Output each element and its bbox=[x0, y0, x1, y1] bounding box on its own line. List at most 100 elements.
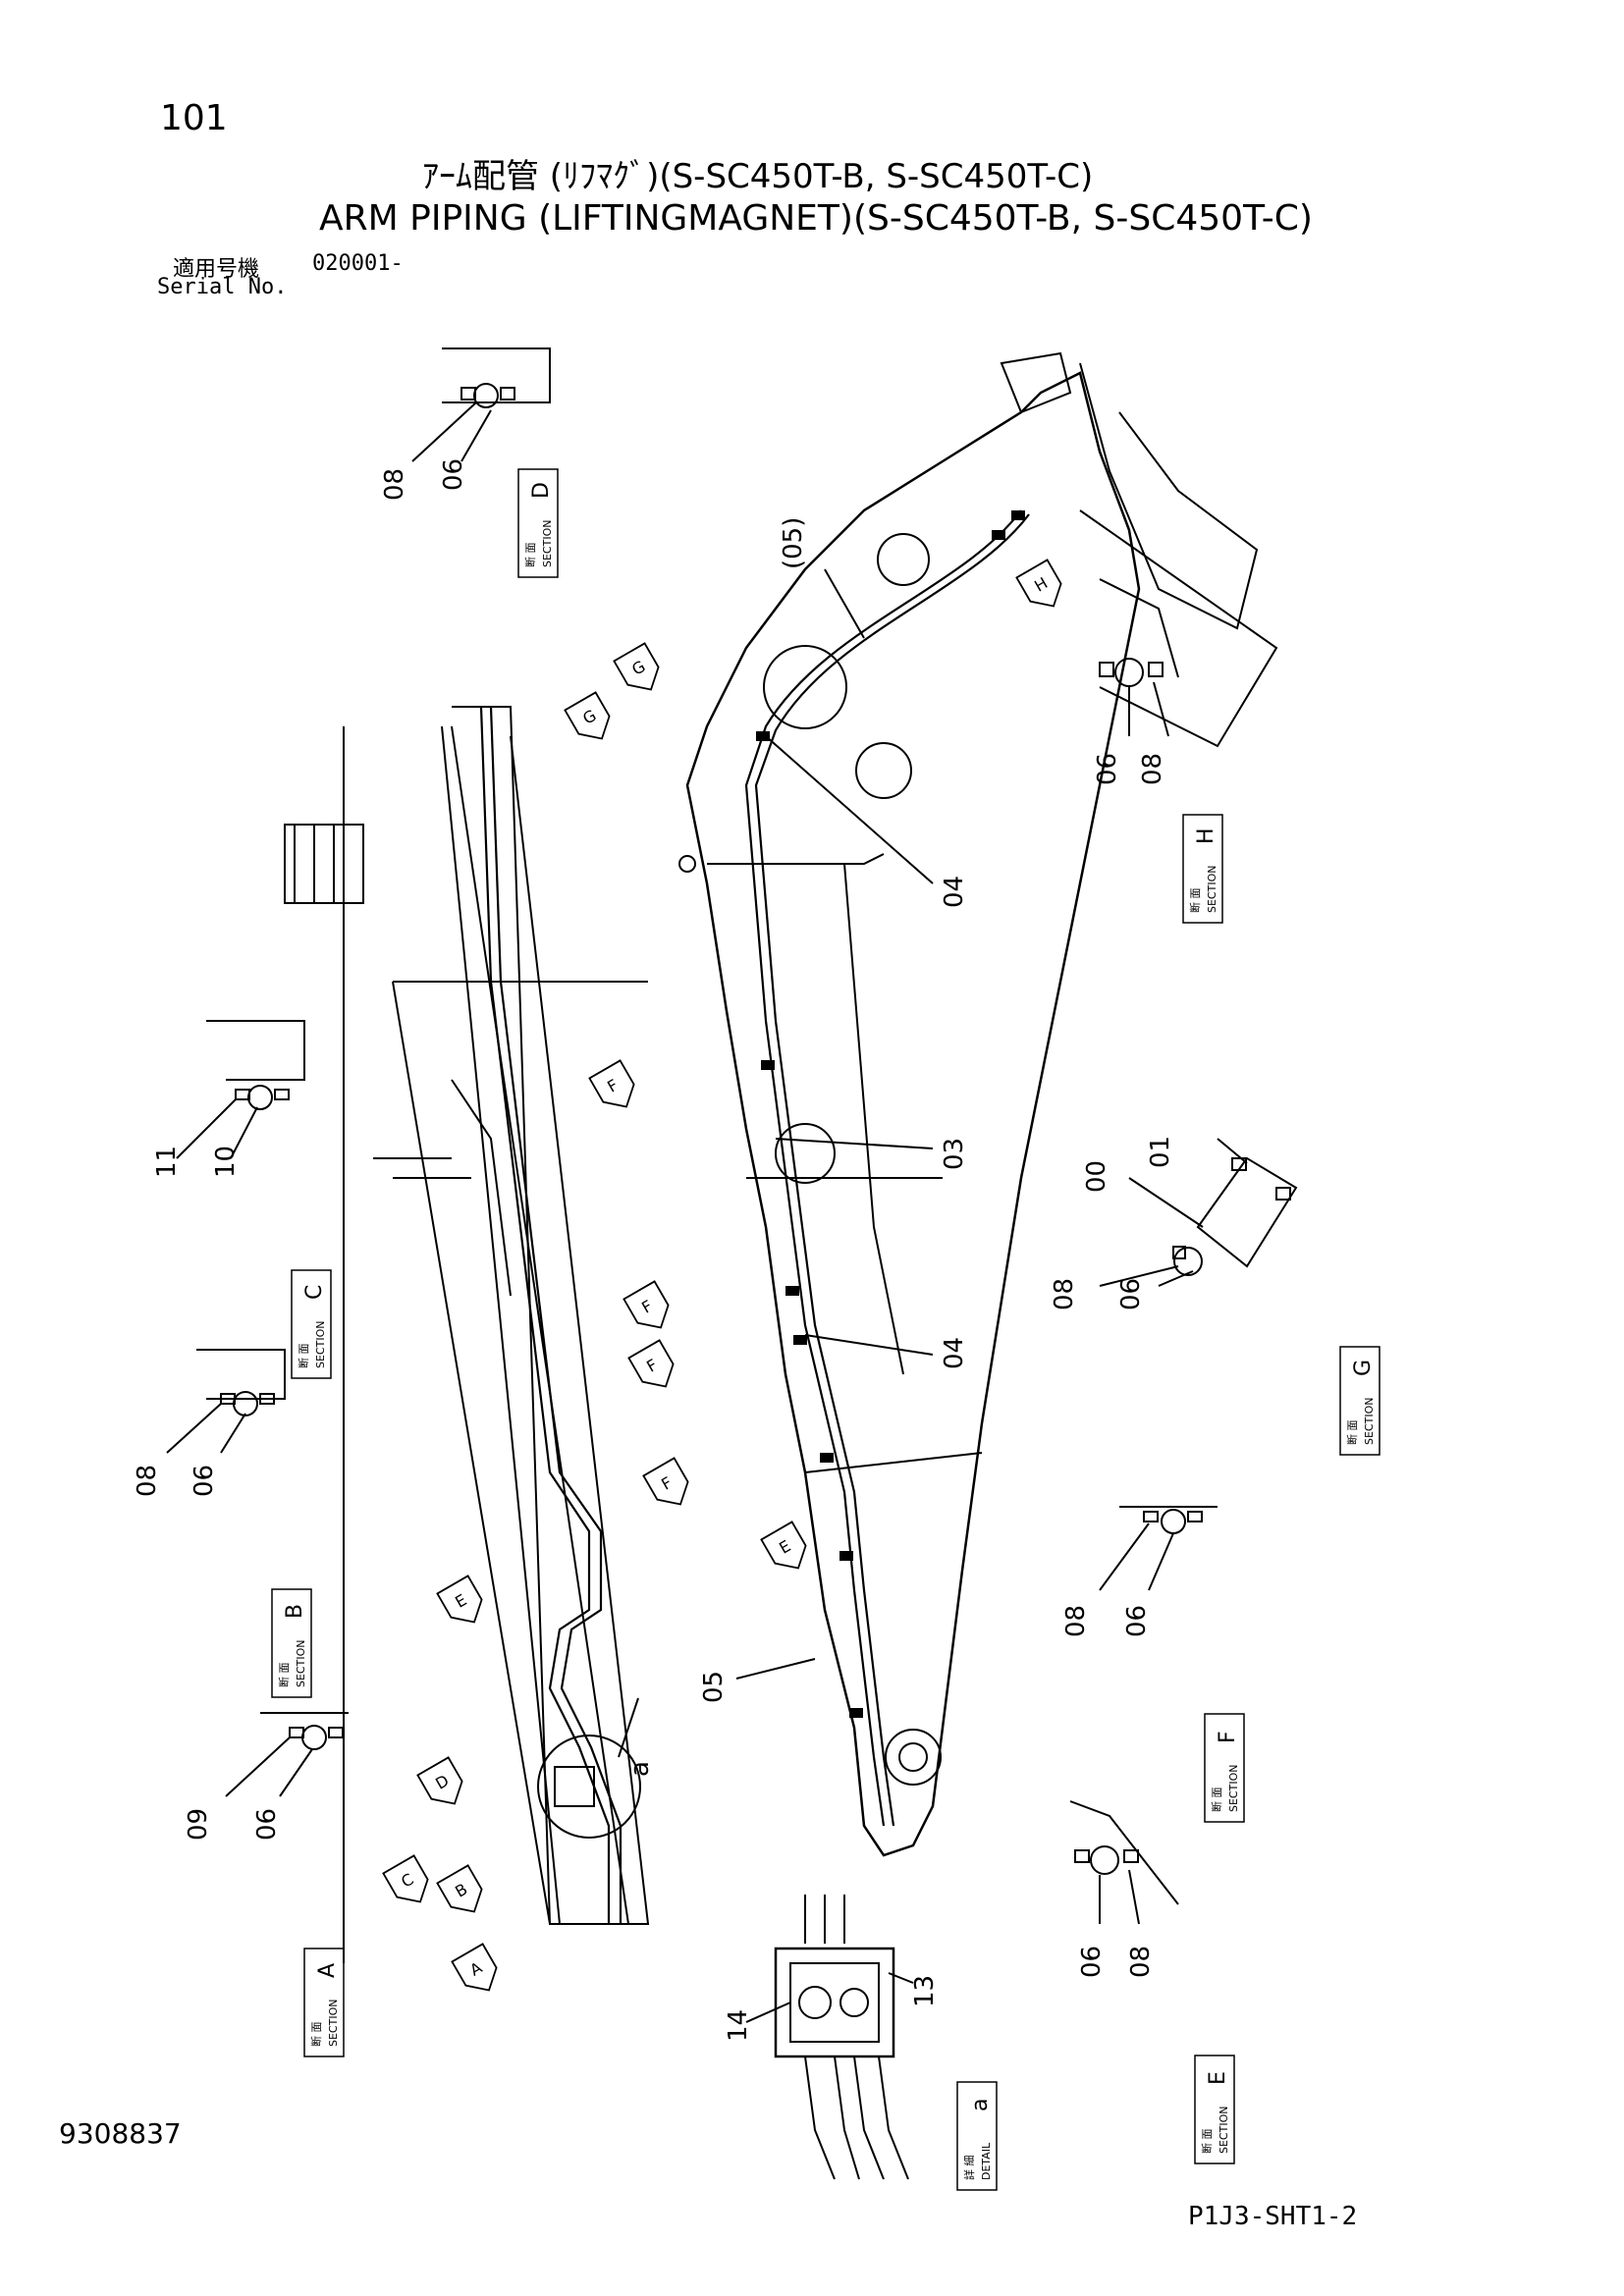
section-letter: C bbox=[302, 1285, 327, 1300]
part-number-00: 00 bbox=[1082, 1160, 1111, 1193]
svg-text:F: F bbox=[638, 1297, 655, 1317]
view-arrow-f-2: F bbox=[623, 1280, 670, 1329]
detail-letter: a bbox=[968, 2099, 993, 2111]
svg-text:F: F bbox=[643, 1356, 660, 1376]
part-number-04: 04 bbox=[940, 876, 969, 908]
view-arrow-d: D bbox=[416, 1756, 463, 1805]
arm-boss-mid bbox=[775, 1123, 836, 1184]
part-number-05-ref: (05) bbox=[779, 517, 808, 569]
section-letter: B bbox=[283, 1604, 307, 1619]
part-number-01: 01 bbox=[1146, 1136, 1175, 1168]
section-letter: F bbox=[1216, 1731, 1240, 1743]
arm-boss-top bbox=[877, 533, 930, 586]
part-number-06: 06 bbox=[189, 1465, 219, 1497]
part-number-06: 06 bbox=[1116, 1278, 1146, 1310]
view-arrow-f-1: F bbox=[588, 1059, 635, 1108]
serial-label-japanese: 適用号機 bbox=[173, 257, 260, 282]
section-b-view bbox=[166, 1349, 286, 1454]
section-label-b: 断 面 SECTION B bbox=[271, 1588, 312, 1698]
part-number-09: 09 bbox=[184, 1808, 213, 1841]
section-label-a: 断 面 SECTION A bbox=[303, 1948, 345, 2057]
part-number-06: 06 bbox=[1122, 1605, 1152, 1637]
section-g-view bbox=[1099, 1138, 1298, 1287]
view-arrows: G G H F F F F E bbox=[382, 559, 1062, 1992]
part-number-06: 06 bbox=[1093, 753, 1122, 785]
section-h-view bbox=[1099, 578, 1179, 737]
section-label-jp: 断 面 bbox=[1345, 1420, 1359, 1446]
section-label-jp: 断 面 bbox=[1188, 888, 1202, 914]
part-number-08: 08 bbox=[1061, 1605, 1091, 1637]
section-letter: A bbox=[315, 1963, 340, 1978]
svg-text:D: D bbox=[432, 1771, 452, 1793]
section-label-jp: 断 面 bbox=[277, 1663, 291, 1688]
svg-text:E: E bbox=[452, 1590, 469, 1612]
svg-text:H: H bbox=[1031, 573, 1051, 595]
arm-pipe-clamps bbox=[756, 510, 1025, 1718]
sheet-code: P1J3-SHT1-2 bbox=[1188, 2202, 1358, 2231]
arm-pipe-route bbox=[744, 509, 1030, 1827]
section-label-en: SECTION bbox=[1363, 1398, 1376, 1445]
part-number-08: 08 bbox=[1050, 1278, 1079, 1310]
boom-assembly bbox=[284, 706, 650, 1963]
section-label-jp: 断 面 bbox=[523, 543, 537, 568]
view-arrow-b: B bbox=[436, 1864, 483, 1913]
section-letter: H bbox=[1194, 828, 1218, 844]
svg-text:F: F bbox=[658, 1473, 675, 1494]
detail-label-en: DETAIL bbox=[980, 2142, 993, 2180]
part-number-08: 08 bbox=[380, 468, 409, 501]
svg-text:G: G bbox=[579, 706, 599, 728]
title-japanese: ｱｰﾑ配管 (ﾘﾌﾏｸﾞ)(S-SC450T-B, S-SC450T-C) bbox=[422, 157, 1094, 196]
part-number-08: 08 bbox=[1138, 753, 1167, 785]
section-label-g: 断 面 SECTION G bbox=[1339, 1346, 1380, 1456]
section-label-f: 断 面 SECTION F bbox=[1204, 1713, 1245, 1823]
detail-a-leader bbox=[618, 1697, 639, 1758]
section-e-view bbox=[1069, 1800, 1179, 1925]
detail-a-circle bbox=[537, 1735, 641, 1839]
section-f-view bbox=[1099, 1506, 1218, 1591]
view-arrow-f-3: F bbox=[627, 1339, 675, 1388]
section-d-view bbox=[411, 347, 551, 462]
section-label-d: 断 面 SECTION D bbox=[517, 468, 559, 578]
part-number-06: 06 bbox=[252, 1808, 282, 1841]
section-a-view bbox=[225, 1712, 349, 1797]
part-number-08: 08 bbox=[133, 1465, 162, 1497]
part-number-10: 10 bbox=[211, 1146, 241, 1178]
part-number-06: 06 bbox=[439, 458, 468, 491]
section-label-e: 断 面 SECTION E bbox=[1194, 2055, 1235, 2164]
part-number-08: 08 bbox=[1126, 1946, 1156, 1978]
section-label-jp: 断 面 bbox=[309, 2022, 323, 2048]
part-number-03: 03 bbox=[940, 1138, 969, 1170]
part-number-11: 11 bbox=[152, 1146, 182, 1178]
section-label-en: SECTION bbox=[1227, 1765, 1240, 1812]
view-arrow-e-1: E bbox=[436, 1575, 483, 1624]
section-label-c: 断 面 SECTION C bbox=[291, 1269, 332, 1379]
boom-hose-route bbox=[479, 706, 623, 1924]
section-label-jp: 断 面 bbox=[1200, 2129, 1214, 2155]
section-label-en: SECTION bbox=[327, 2000, 340, 2047]
part-number-14: 14 bbox=[724, 2009, 753, 2042]
section-label-en: SECTION bbox=[1206, 866, 1218, 913]
svg-text:E: E bbox=[776, 1536, 793, 1558]
title-english: ARM PIPING (LIFTINGMAGNET)(S-SC450T-B, S… bbox=[319, 198, 1313, 239]
arm-boss-upper bbox=[763, 645, 847, 729]
view-marker-a: a bbox=[625, 1761, 655, 1777]
section-label-en: SECTION bbox=[295, 1640, 307, 1687]
serial-label-english: Serial No. bbox=[157, 275, 288, 299]
detail-a-view bbox=[745, 1895, 914, 2180]
svg-text:B: B bbox=[452, 1880, 470, 1901]
view-arrow-f-4: F bbox=[642, 1457, 689, 1506]
view-arrow-e-2: E bbox=[760, 1521, 807, 1570]
arm-assembly bbox=[678, 351, 1278, 1857]
section-c-view bbox=[176, 1020, 305, 1159]
section-label-jp: 断 面 bbox=[297, 1344, 310, 1369]
svg-text:C: C bbox=[398, 1870, 416, 1892]
detail-label-a: 詳 細 DETAIL a bbox=[956, 2081, 998, 2191]
view-arrow-a: A bbox=[451, 1943, 498, 1992]
section-label-en: SECTION bbox=[314, 1321, 327, 1368]
detail-label-jp: 詳 細 bbox=[962, 2156, 976, 2181]
section-letter: D bbox=[529, 482, 554, 499]
view-arrow-g-lower: G bbox=[564, 691, 611, 740]
part-number-05: 05 bbox=[699, 1671, 729, 1703]
section-label-h: 断 面 SECTION H bbox=[1182, 814, 1223, 924]
section-label-en: SECTION bbox=[1218, 2107, 1230, 2154]
